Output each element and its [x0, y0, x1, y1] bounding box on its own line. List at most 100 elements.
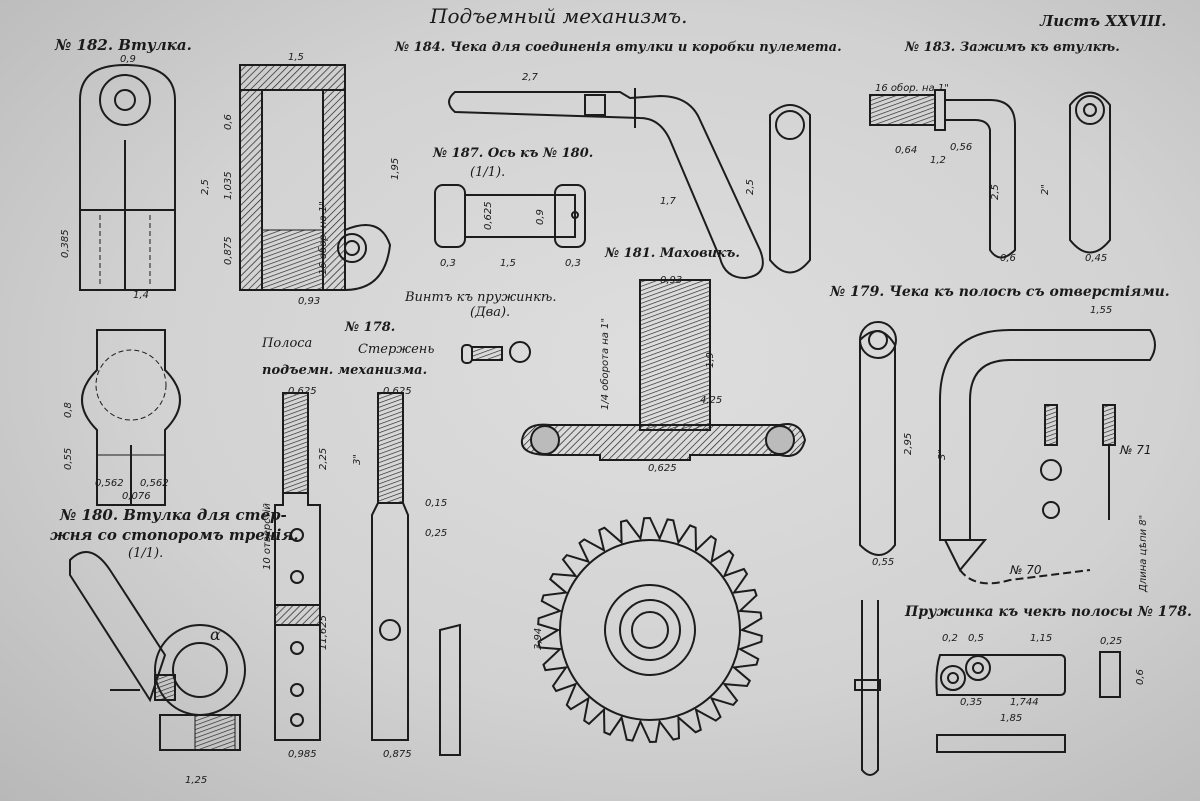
label-screw: Винтъ къ пружинкѣ.	[405, 290, 557, 305]
label-part-178: № 178.	[345, 320, 396, 335]
dimension: 0,93	[660, 275, 683, 286]
dimension: 0,625	[648, 463, 677, 474]
spring-drawing	[935, 651, 1121, 753]
label-part-180-line2: жня со стопоромъ тренія.	[50, 526, 299, 544]
dimension: 0,9	[535, 209, 546, 225]
part-178-rod	[371, 392, 461, 756]
dimension: 11,625	[318, 615, 329, 650]
part-181-handwheel-front	[537, 516, 763, 744]
dimension: 0,076	[122, 491, 151, 502]
dimension: 0,35	[960, 697, 983, 708]
note-chain-length: Длина цѣпи 8"	[1138, 514, 1149, 592]
dimension: 1,2	[930, 155, 946, 166]
handwheel-teeth	[537, 516, 763, 744]
part-181-handwheel-section	[520, 279, 807, 461]
dimension: 0,5	[968, 633, 984, 644]
dimension: 1,25	[185, 775, 208, 786]
label-part-180-scale: (1/1).	[128, 546, 164, 561]
dimension: 0,985	[288, 749, 317, 760]
label-n71: № 71	[1120, 443, 1152, 457]
dimension: 2,5	[200, 179, 211, 195]
dimension: 0,875	[383, 749, 412, 760]
dimension: 1,744	[1010, 697, 1039, 708]
note-thread-181: 1/4 оборота на 1"	[600, 317, 611, 410]
dimension: 0,8	[63, 402, 74, 418]
screw-drawing	[461, 341, 531, 364]
dimension: 0,25	[425, 528, 448, 539]
dimension: 0,625	[383, 386, 412, 397]
dimension: 2,7	[522, 72, 538, 83]
dimension: 2,95	[903, 432, 914, 455]
dimension: 0,45	[1085, 253, 1108, 264]
dimension: 0,55	[872, 557, 895, 568]
dimension: 1,5	[500, 258, 516, 269]
dimension: 1,7	[660, 196, 676, 207]
dimension: 0,6	[1135, 669, 1146, 685]
dimension: 0,6	[1000, 253, 1016, 264]
note-holes-178: 10 отверстій	[262, 503, 273, 570]
label-part-184: № 184. Чека для соединенія втулки и коро…	[395, 40, 842, 55]
dimension: 0,875	[223, 236, 234, 265]
label-part-181: № 181. Маховикъ.	[605, 246, 740, 261]
dimension: 0,15	[425, 498, 448, 509]
part-187-axle	[434, 184, 586, 248]
dimension: 1,85	[1000, 713, 1023, 724]
label-part-178-mechanism: подъемн. механизма.	[262, 363, 428, 378]
dimension: 2,25	[318, 447, 329, 470]
part-184-pin	[448, 88, 811, 280]
part-182-plan-view	[81, 329, 181, 506]
label-part-187-scale: (1/1).	[470, 165, 506, 180]
note-thread-183: 16 обор. на 1"	[875, 83, 949, 94]
label-part-187: № 187. Ось къ № 180.	[433, 146, 594, 161]
label-spring: Пружинка къ чекѣ полосы № 178.	[905, 604, 1192, 620]
dimension: 0,64	[895, 145, 918, 156]
dimension: 0,55	[63, 447, 74, 470]
sheet-title: Подъемный механизмъ.	[430, 4, 688, 28]
dimension: 0,25	[1100, 636, 1123, 647]
label-part-180-line1: № 180. Втулка для стер-	[60, 506, 287, 524]
dimension: 2,5	[990, 184, 1001, 200]
dimension: 1,5	[288, 52, 304, 63]
label-n70: № 70	[1010, 563, 1042, 577]
part-183-clamp	[869, 89, 1111, 259]
label-part-183: № 183. Зажимъ къ втулкѣ.	[905, 40, 1120, 55]
dimension: 0,562	[95, 478, 124, 489]
dimension: 0,562	[140, 478, 169, 489]
dimension: 0,93	[298, 296, 321, 307]
dimension: 0,6	[223, 114, 234, 130]
part-182-side-view	[239, 64, 392, 291]
note-thread-182: 16 обор. на 1"	[318, 201, 329, 275]
part-180-bushing	[69, 551, 246, 751]
note-alpha: α	[210, 625, 221, 644]
label-part-182: № 182. Втулка.	[55, 36, 192, 54]
label-part-178-rod: Стержень	[358, 342, 435, 357]
part-178-strip	[274, 392, 321, 741]
dimension: 3"	[937, 449, 948, 460]
dimension: 3,94	[533, 627, 544, 650]
dimension: 0,625	[483, 201, 494, 230]
dimension: 1,035	[223, 171, 234, 200]
label-part-179: № 179. Чека къ полосѣ съ отверстіями.	[830, 284, 1170, 300]
dimension: 0,56	[950, 142, 973, 153]
part-182-front-view	[79, 63, 176, 291]
sheet-number: Листъ XXVIII.	[1040, 12, 1167, 30]
part-179-pin	[854, 321, 1156, 776]
label-part-178-strip: Полоса	[262, 336, 313, 351]
dimension: 1,15	[1030, 633, 1053, 644]
dimension: 0,9	[120, 54, 136, 65]
dimension: 2,5	[745, 179, 756, 195]
dimension: 1,55	[1090, 305, 1113, 316]
dimension: 0,3	[440, 258, 456, 269]
dimension: 2"	[1040, 184, 1051, 195]
dimension: 1,9	[705, 352, 716, 368]
label-screw-qty: (Два).	[470, 305, 511, 320]
dimension: 0,2	[942, 633, 958, 644]
dimension: 1,95	[390, 157, 401, 180]
dimension: 1,4	[133, 290, 149, 301]
dimension: 0,3	[565, 258, 581, 269]
dimension: 3"	[352, 454, 363, 465]
dimension: 4,25	[700, 395, 723, 406]
dimension: 0,385	[60, 229, 71, 258]
